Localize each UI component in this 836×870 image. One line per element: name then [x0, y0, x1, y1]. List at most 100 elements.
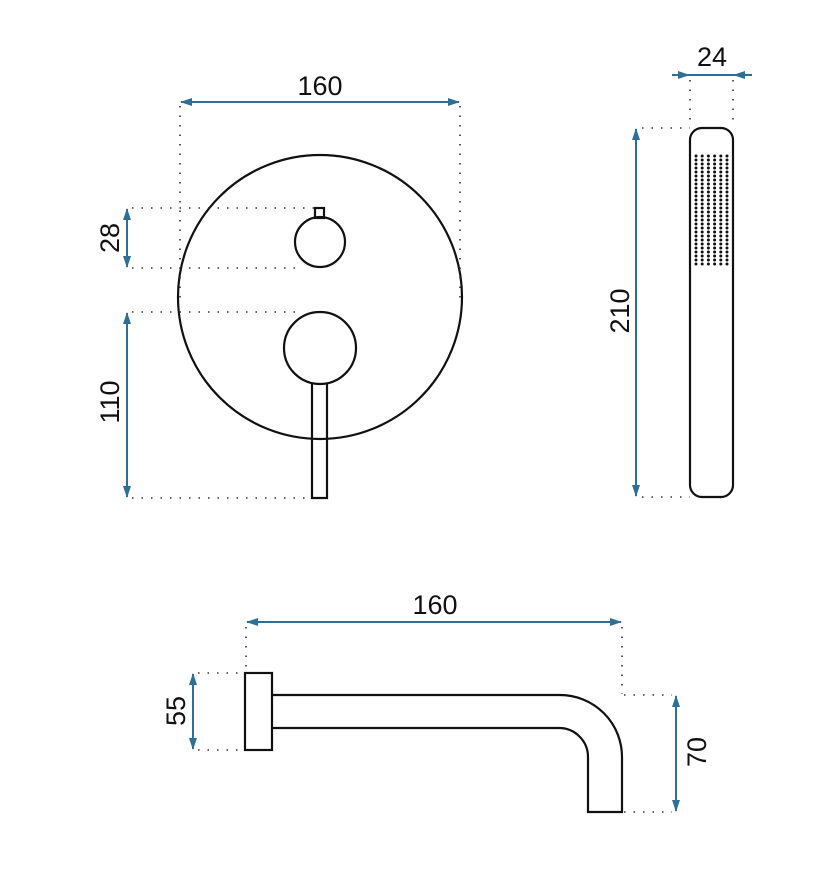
nozzle-dot — [725, 214, 729, 218]
nozzle-dot — [725, 170, 729, 174]
nozzle-dot — [694, 214, 698, 218]
nozzle-dot — [700, 218, 704, 222]
nozzle-dot — [719, 190, 723, 194]
nozzle-dot — [694, 250, 698, 254]
nozzle-dot — [713, 218, 717, 222]
nozzle-dot — [725, 174, 729, 178]
nozzle-dot — [694, 234, 698, 238]
nozzle-dot — [713, 262, 717, 266]
nozzle-dot — [694, 258, 698, 262]
nozzle-dot — [713, 246, 717, 250]
nozzle-dot — [700, 230, 704, 234]
nozzle-dot — [725, 262, 729, 266]
nozzle-dot — [694, 186, 698, 190]
nozzle-dot — [713, 258, 717, 262]
nozzle-dot — [719, 182, 723, 186]
nozzle-dot — [706, 178, 710, 182]
nozzle-dot — [719, 214, 723, 218]
nozzle-dot — [725, 194, 729, 198]
nozzle-dot — [719, 210, 723, 214]
nozzle-dot — [706, 230, 710, 234]
nozzle-dot — [694, 202, 698, 206]
nozzle-dot — [719, 194, 723, 198]
nozzle-dot — [706, 174, 710, 178]
nozzle-dot — [700, 206, 704, 210]
nozzle-dot — [694, 238, 698, 242]
nozzle-dot — [706, 158, 710, 162]
nozzle-dot — [713, 222, 717, 226]
nozzle-dot — [725, 258, 729, 262]
diverter-knob — [293, 215, 347, 269]
nozzle-dot — [725, 222, 729, 226]
nozzle-dot — [713, 194, 717, 198]
nozzle-dot — [713, 166, 717, 170]
nozzle-dot — [706, 166, 710, 170]
nozzle-dot — [694, 182, 698, 186]
nozzle-dot — [719, 254, 723, 258]
nozzle-dot — [725, 206, 729, 210]
dim-handshower-width: 24 — [697, 42, 727, 72]
nozzle-dot — [725, 182, 729, 186]
nozzle-dot — [719, 178, 723, 182]
nozzle-dot — [694, 246, 698, 250]
nozzle-dot — [719, 262, 723, 266]
nozzle-dot — [706, 218, 710, 222]
nozzle-dot — [700, 186, 704, 190]
nozzle-dot — [700, 194, 704, 198]
nozzle-dot — [725, 162, 729, 166]
nozzle-dot — [706, 258, 710, 262]
nozzle-dot — [706, 198, 710, 202]
nozzle-dot — [694, 170, 698, 174]
nozzle-dot — [700, 234, 704, 238]
nozzle-dot — [713, 230, 717, 234]
nozzle-dot — [706, 214, 710, 218]
nozzle-dot — [719, 234, 723, 238]
nozzle-dot — [700, 182, 704, 186]
nozzle-dot — [694, 206, 698, 210]
dim-spout-drop: 70 — [682, 737, 712, 767]
nozzle-dot — [725, 218, 729, 222]
nozzle-dot — [725, 242, 729, 246]
nozzle-dot — [719, 166, 723, 170]
nozzle-dot — [725, 230, 729, 234]
nozzle-dot — [706, 210, 710, 214]
nozzle-grid — [694, 154, 729, 266]
nozzle-dot — [700, 174, 704, 178]
nozzle-dot — [713, 154, 717, 158]
nozzle-dot — [725, 158, 729, 162]
nozzle-dot — [725, 210, 729, 214]
nozzle-dot — [694, 230, 698, 234]
nozzle-dot — [713, 242, 717, 246]
nozzle-dot — [713, 182, 717, 186]
handshower-body — [688, 126, 735, 499]
nozzle-dot — [700, 158, 704, 162]
nozzle-dot — [719, 206, 723, 210]
nozzle-dot — [713, 174, 717, 178]
nozzle-dot — [694, 158, 698, 162]
nozzle-dot — [694, 254, 698, 258]
nozzle-dot — [694, 218, 698, 222]
nozzle-dot — [713, 254, 717, 258]
nozzle-dot — [725, 154, 729, 158]
nozzle-dot — [719, 250, 723, 254]
nozzle-dot — [713, 214, 717, 218]
nozzle-dot — [706, 242, 710, 246]
nozzle-dot — [700, 226, 704, 230]
nozzle-dot — [700, 254, 704, 258]
nozzle-dot — [694, 198, 698, 202]
nozzle-dot — [725, 198, 729, 202]
nozzle-dot — [694, 178, 698, 182]
nozzle-dot — [713, 250, 717, 254]
nozzle-dot — [719, 222, 723, 226]
nozzle-dot — [700, 258, 704, 262]
nozzle-dot — [713, 186, 717, 190]
nozzle-dot — [706, 234, 710, 238]
nozzle-dot — [700, 250, 704, 254]
nozzle-dot — [700, 222, 704, 226]
nozzle-dot — [725, 246, 729, 250]
nozzle-dot — [719, 238, 723, 242]
nozzle-dot — [694, 222, 698, 226]
nozzle-dot — [706, 182, 710, 186]
nozzle-dot — [706, 250, 710, 254]
nozzle-dot — [706, 262, 710, 266]
